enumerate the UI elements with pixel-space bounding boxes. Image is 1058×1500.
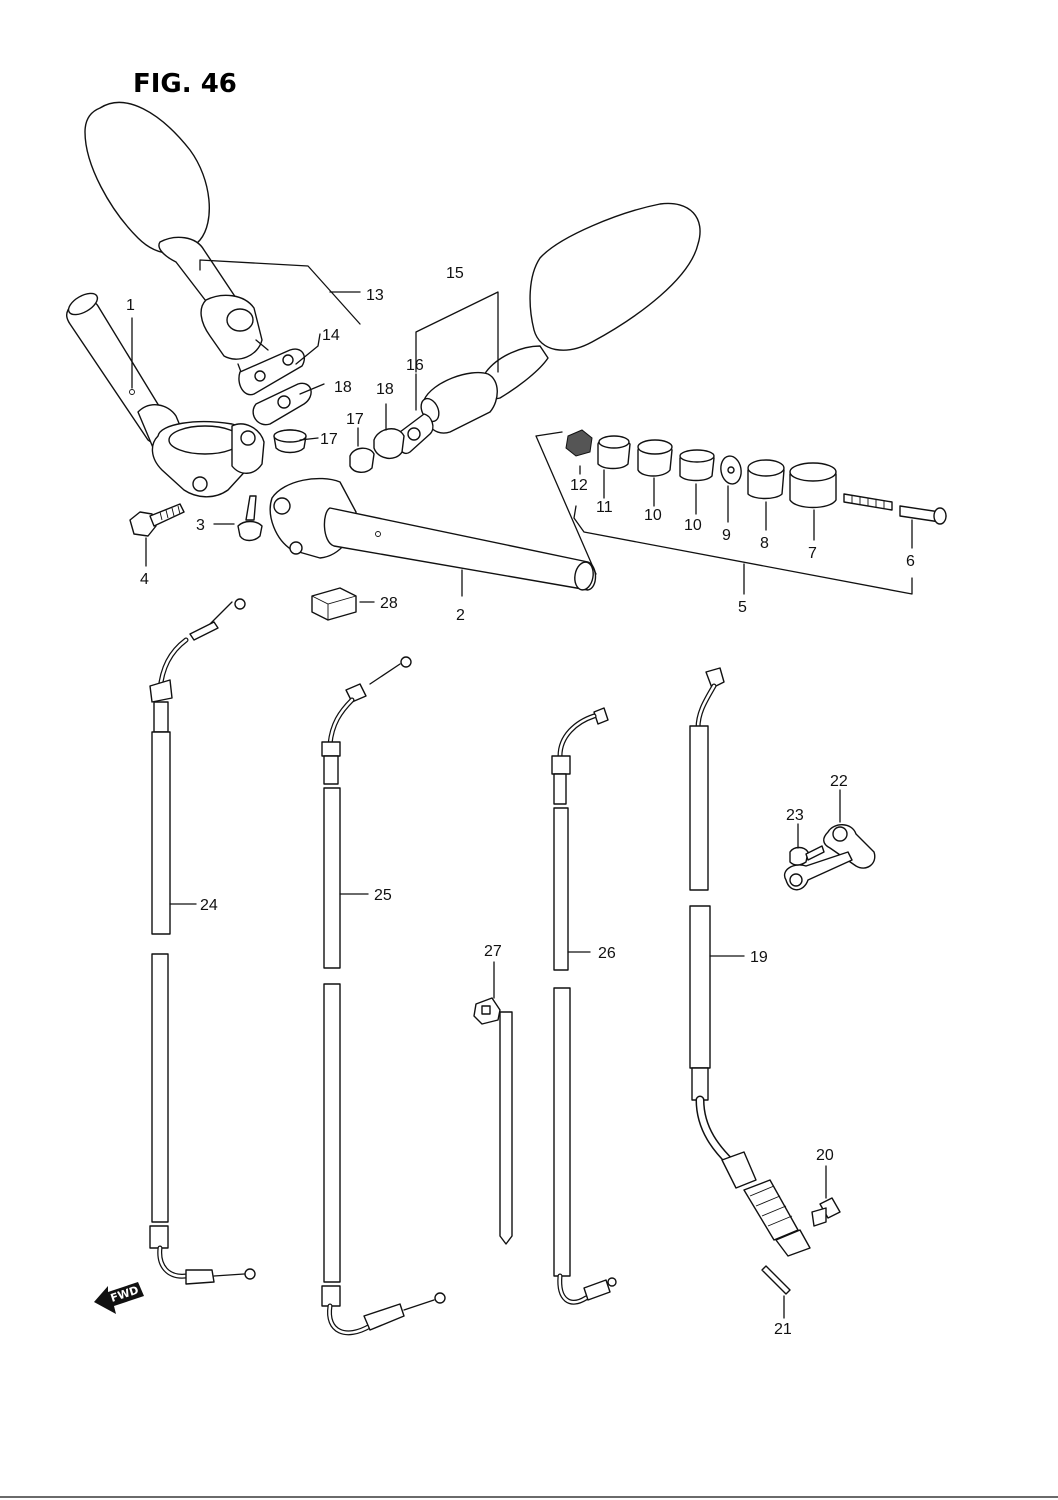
callout-3: 3 [196,517,205,534]
bolt-3-drawing [237,495,263,542]
callout-11: 11 [596,499,613,516]
cable-25-drawing [321,656,446,1336]
callout-20: 20 [816,1147,834,1164]
callout-25: 25 [374,887,392,904]
callout-10-b: 10 [644,507,662,524]
callout-18-a: 18 [334,379,352,396]
callout-7: 7 [808,545,817,562]
callout-17-a: 17 [320,431,338,448]
callout-15: 15 [446,265,464,282]
cable-tie-27-drawing [473,997,513,1245]
part-28-block-drawing [311,587,357,621]
pin-20-drawing [811,1197,841,1227]
figure-title: FIG. 46 [133,69,237,99]
callout-10-a: 10 [684,517,702,534]
assembly-leader-lines [199,259,913,595]
left-mirror-drawing [84,101,269,381]
callout-27: 27 [484,943,502,960]
cable-26-drawing [551,707,617,1305]
left-handlebar-drawing [65,292,265,498]
callout-17-b: 17 [346,411,364,428]
callout-6: 6 [906,553,915,570]
part-number-callouts: 1 2 3 4 5 6 7 8 9 10 10 11 12 13 14 15 1… [126,265,915,1338]
callout-23: 23 [786,807,804,824]
callout-4: 4 [140,571,149,588]
right-handlebar-drawing [269,477,597,591]
callout-22: 22 [830,773,848,790]
right-mirror-drawing [349,202,701,473]
callout-24: 24 [200,897,218,914]
callout-1: 1 [126,297,135,314]
callout-9: 9 [722,527,731,544]
callout-leader-lines [131,291,913,1319]
callout-14: 14 [322,327,340,344]
callout-8: 8 [760,535,769,552]
callout-21: 21 [774,1321,792,1338]
callout-19: 19 [750,949,768,966]
callout-26: 26 [598,945,616,962]
bracket-22-drawing [783,824,876,891]
callout-2: 2 [456,607,465,624]
cable-24-drawing [149,598,256,1285]
callout-13: 13 [366,287,384,304]
forward-direction-arrow: FWD [94,1282,144,1314]
bolt-4-drawing [129,503,185,537]
mirror-plate-drawing [238,348,312,454]
cotter-21-drawing [761,1265,791,1295]
callout-28: 28 [380,595,398,612]
bar-end-weight-drawing [565,429,947,525]
cable-19-drawing [689,667,811,1257]
callout-5: 5 [738,599,747,616]
callout-12: 12 [570,477,588,494]
callout-16: 16 [406,357,424,374]
callout-18-b: 18 [376,381,394,398]
